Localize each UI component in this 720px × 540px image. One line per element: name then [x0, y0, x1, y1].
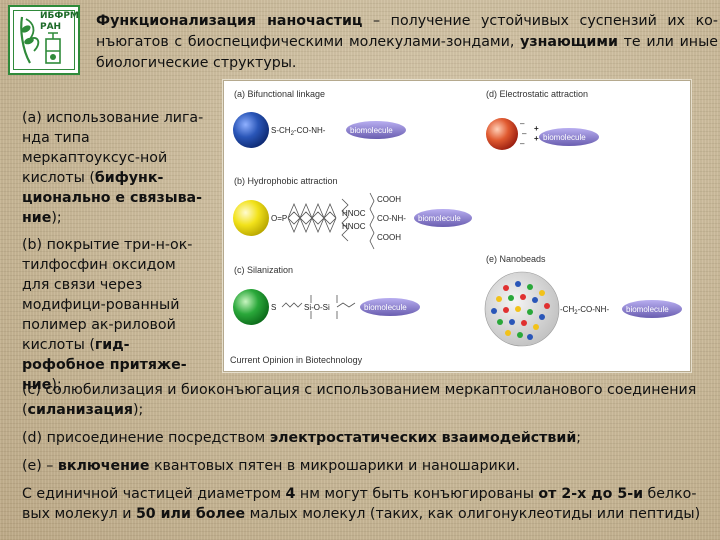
intro-paragraph: Функционализация наночастиц – получение …: [96, 11, 718, 74]
bottom-text: (c) солюбилизация и биоконъюгация с испо…: [22, 380, 702, 532]
logo-text: ИБФРМ РАН: [40, 11, 79, 33]
biomolecule-a-icon: [346, 121, 406, 139]
panel-b-title: (b) Hydrophobic attraction: [234, 176, 338, 186]
intro-term: Функционализация наночастиц: [96, 13, 363, 29]
logo-emblem-icon: [20, 16, 61, 64]
minus-sign-1: –: [520, 119, 525, 128]
logo-frame: [13, 10, 75, 70]
item-b-text: (b) покрытие три-н-ок-тилфосфин оксидом …: [22, 237, 193, 353]
note-text-2: нм могут быть конъюгированы: [295, 486, 539, 502]
figure-svg: (a) Bifunctional linkage S-CH2-CO-NH- bi…: [230, 89, 682, 365]
note-bold-3: 50 или более: [135, 506, 246, 522]
nanoparticle-yellow-icon: [233, 200, 269, 236]
logo-line-2: РАН: [40, 22, 62, 32]
item-a-bold: бифунк-ционально е связыва-ние: [22, 170, 203, 226]
panel-b-conh: CO-NH-: [377, 214, 406, 223]
quantum-dots-icon: [491, 281, 550, 340]
item-c-end: );: [133, 402, 144, 418]
minus-sign-2: –: [522, 129, 527, 138]
panel-b-cooh-1: COOH: [377, 195, 401, 204]
item-e: (e) – включение квантовых пятен в микрош…: [22, 456, 702, 476]
item-b-bold: гид-рофобное притяже-ние: [22, 337, 187, 393]
polymer-backbone-icon: [341, 198, 349, 242]
biomolecule-b-label: biomolecule: [418, 214, 461, 223]
biomolecule-e-icon: [622, 300, 682, 318]
note-text-3: белко-вых молекул и: [22, 486, 697, 522]
panel-b-hnoc-2: HNOC: [342, 222, 366, 231]
panel-e-title: (e) Nanobeads: [486, 254, 546, 264]
biomolecule-e-label: biomolecule: [626, 305, 669, 314]
item-c-text: (c) солюбилизация и биоконъюгация с испо…: [22, 382, 697, 418]
polymer-backbone-2-icon: [369, 192, 375, 250]
minus-sign-3: –: [520, 139, 525, 148]
panel-b-op: O=P: [271, 214, 287, 223]
figure-caption: Current Opinion in Biotechnology: [230, 355, 363, 365]
biomolecule-c-icon: [360, 298, 420, 316]
panel-c-chain: Si-O-Si: [304, 303, 330, 312]
panel-a-title: (a) Bifunctional linkage: [234, 89, 325, 99]
alkyl-chains-icon: [287, 202, 337, 234]
item-d-bold: электростатических взаимодействий: [269, 430, 577, 446]
item-c-bold: силанизация: [27, 402, 133, 418]
panel-b-cooh-2: COOH: [377, 233, 401, 242]
left-column: (a) использование лига-нда типа меркапто…: [22, 108, 207, 402]
item-d-end: ;: [576, 430, 582, 446]
panel-c-s: S: [271, 303, 276, 312]
conjugation-note: С единичной частицей диаметром 4 нм могу…: [22, 484, 702, 524]
logo-line-1: ИБФРМ: [40, 11, 79, 21]
item-b-end: );: [51, 377, 62, 393]
siloxane-bonds-icon: [310, 295, 356, 319]
plus-sign-1: +: [534, 124, 539, 133]
linker-chain-icon: [281, 302, 303, 308]
panel-e-chain: -CH2-CO-NH-: [560, 305, 609, 316]
panel-b-hnoc-1: HNOC: [342, 209, 366, 218]
note-text-4: малых молекул (таких, как олигонуклеотид…: [245, 506, 701, 522]
item-e-text: (e) –: [22, 458, 58, 474]
intro-rest: те или иные биологические структуры.: [96, 34, 718, 71]
intro-definition: – получение устойчивых суспензий их ко-н…: [96, 13, 718, 50]
panel-d-title: (d) Electrostatic attraction: [486, 89, 588, 99]
biomolecule-d-label: biomolecule: [543, 133, 586, 142]
note-text-1: С единичной частицей диаметром: [22, 486, 286, 502]
plus-sign-2: +: [534, 134, 539, 143]
biomolecule-b-icon: [414, 209, 472, 227]
nanoparticle-red-icon: [486, 118, 518, 150]
item-d: (d) присоединение посредством электроста…: [22, 428, 702, 448]
item-d-text: (d) присоединение посредством: [22, 430, 270, 446]
biomolecule-c-label: biomolecule: [364, 303, 407, 312]
biomolecule-a-label: biomolecule: [350, 126, 393, 135]
panel-a-chain: S-CH2-CO-NH-: [271, 126, 326, 137]
intro-bold-word: узнающими: [520, 34, 618, 50]
item-e-end: квантовых пятен в микрошарики и наношари…: [149, 458, 520, 474]
item-a: (a) использование лига-нда типа меркапто…: [22, 108, 207, 228]
nanoparticle-green-icon: [233, 289, 269, 325]
note-bold-1: 4: [285, 486, 296, 502]
item-a-text: (a) использование лига-нда типа меркапто…: [22, 110, 204, 186]
item-e-bold: включение: [57, 458, 150, 474]
nanoparticle-blue-icon: [233, 112, 269, 148]
note-bold-2: от 2-х до 5-и: [538, 486, 644, 502]
biomolecule-d-icon: [539, 128, 599, 146]
item-c: (c) солюбилизация и биоконъюгация с испо…: [22, 380, 702, 420]
item-b: (b) покрытие три-н-ок-тилфосфин оксидом …: [22, 235, 207, 395]
item-a-end: );: [51, 210, 62, 226]
functionalization-figure: (a) Bifunctional linkage S-CH2-CO-NH- bi…: [223, 80, 691, 372]
institute-logo: ИБФРМ РАН: [8, 5, 80, 75]
panel-c-title: (c) Silanization: [234, 265, 293, 275]
